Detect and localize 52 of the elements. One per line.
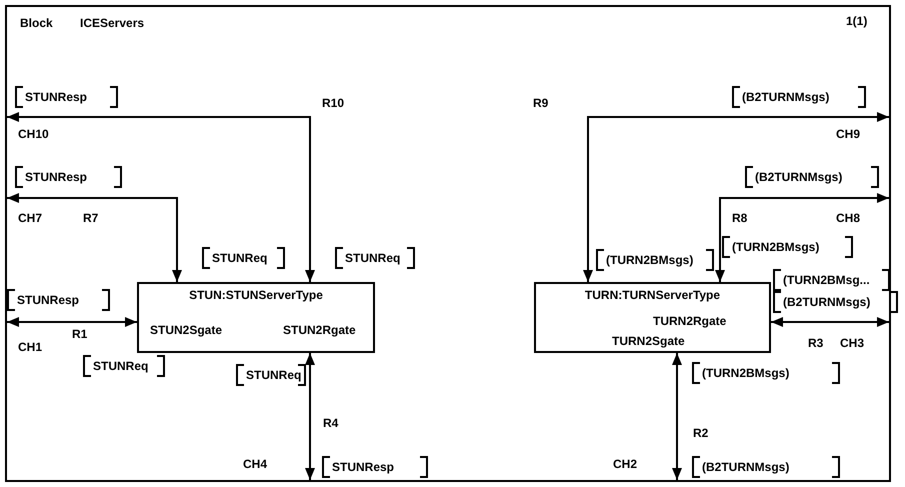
process-instance-name: STUN:STUNServerType (188, 288, 324, 302)
process-instance-name: TURN:TURNServerType (584, 288, 722, 302)
signal-list: (TURN2BMsgs) (596, 249, 714, 271)
gate-name: STUN2Rgate (283, 323, 356, 337)
signal-list: (B2TURNMsgs) (773, 291, 898, 313)
channel-name: CH4 (243, 457, 268, 471)
route-name: R8 (732, 211, 748, 225)
gate-name: TURN2Rgate (653, 314, 726, 328)
channel-arrow (583, 112, 889, 282)
block-name: ICEServers (80, 16, 144, 30)
channel-arrow (715, 193, 889, 282)
channel-name: CH1 (18, 340, 42, 354)
signal-list: STUNReq (202, 247, 285, 269)
signal-list: (TURN2BMsgs) (722, 236, 853, 258)
route-name: R9 (533, 96, 548, 110)
channel-arrow (771, 317, 889, 327)
channel-name: CH3 (840, 336, 864, 350)
channel-name: CH8 (836, 211, 860, 225)
process-box (137, 282, 375, 353)
page-number: 1(1) (846, 14, 868, 28)
signal-list: STUNReq (236, 364, 306, 386)
process-box (534, 282, 771, 353)
channel-arrow (7, 112, 315, 282)
signal-list: (B2TURNMsgs) (732, 86, 866, 108)
signal-list: STUNResp (15, 166, 122, 188)
channel-arrow (7, 193, 182, 282)
gate-name: TURN2Sgate (612, 334, 685, 348)
channel-arrow (305, 353, 315, 480)
route-name: R7 (83, 211, 98, 225)
route-name: R3 (808, 336, 824, 350)
signal-list: (B2TURNMsgs) (745, 166, 879, 188)
signal-list: STUNResp (7, 289, 110, 311)
route-name: R10 (322, 96, 344, 110)
gate-name: STUN2Sgate (150, 323, 222, 337)
route-name: R1 (72, 327, 88, 341)
signal-list: STUNReq (335, 247, 415, 269)
block-frame (5, 5, 891, 482)
signal-list: (TURN2BMsgs) (692, 362, 840, 384)
signal-list: (TURN2BMsg... (773, 269, 890, 291)
signal-list: STUNReq (83, 355, 165, 377)
channel-arrow (7, 317, 137, 327)
signal-list: STUNResp (15, 86, 118, 108)
signal-list: (B2TURNMsgs) (692, 456, 840, 478)
signal-list: STUNResp (322, 456, 428, 478)
block-keyword: Block (20, 16, 53, 30)
channel-name: CH9 (836, 127, 860, 141)
channel-arrow (672, 353, 682, 480)
channel-name: CH10 (18, 127, 49, 141)
channel-name: CH2 (613, 457, 638, 471)
route-name: R4 (323, 416, 338, 430)
channel-name: CH7 (18, 211, 42, 225)
route-name: R2 (693, 426, 708, 440)
